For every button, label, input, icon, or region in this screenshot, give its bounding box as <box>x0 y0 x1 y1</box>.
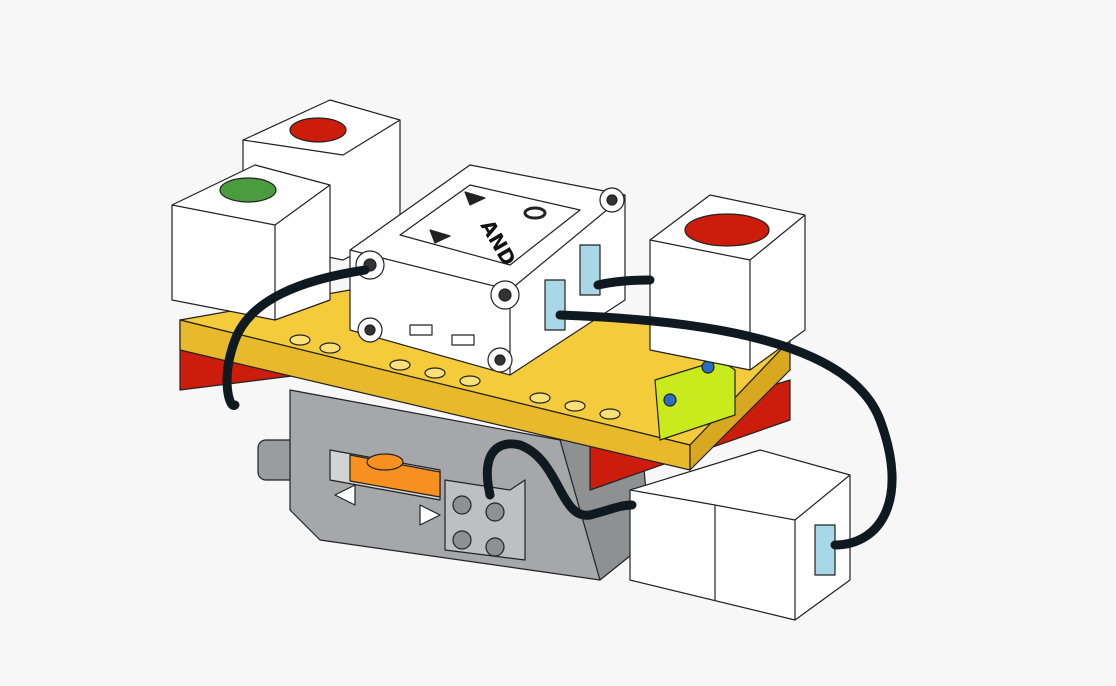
gray-motor <box>257 389 651 581</box>
red-button <box>289 117 347 143</box>
red-button-large <box>684 213 770 247</box>
green-button <box>219 177 277 203</box>
white-sensor-block <box>629 449 851 621</box>
cables <box>222 265 897 550</box>
and-logic-hub: AND <box>349 164 626 376</box>
green-button-block <box>171 164 331 321</box>
